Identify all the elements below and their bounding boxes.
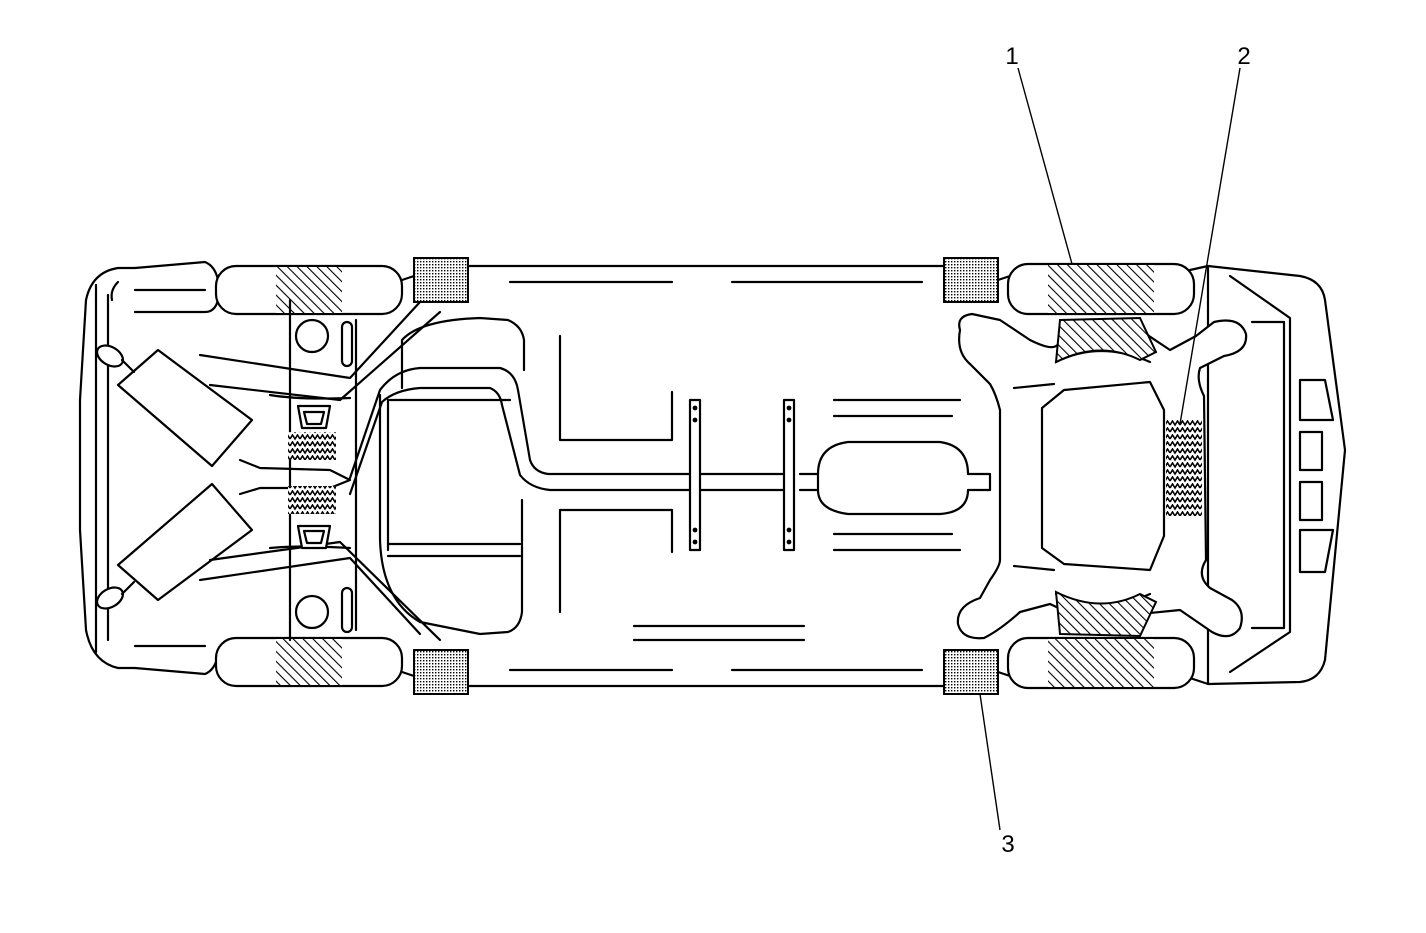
callout-2: 2	[1179, 43, 1251, 425]
lift-pad-rear-right	[413, 649, 469, 695]
exhaust-and-driveshaft	[348, 316, 992, 642]
callout-1: 1	[1005, 43, 1073, 265]
callout-3-label: 3	[1001, 831, 1014, 858]
lift-pad-front-left	[943, 257, 999, 303]
front-right-tire	[1006, 636, 1196, 690]
callout-3: 3	[979, 693, 1015, 858]
front-cradle	[956, 312, 1248, 640]
callout-1-label: 1	[1005, 43, 1018, 70]
rear-left-tire	[214, 264, 404, 316]
rear-suspension	[95, 298, 442, 642]
front-left-tire	[1006, 262, 1196, 316]
callout-2-label: 2	[1237, 43, 1250, 70]
rear-right-tire	[214, 636, 404, 688]
lift-pad-rear-left	[413, 257, 469, 303]
lift-pad-front-right	[943, 649, 999, 695]
